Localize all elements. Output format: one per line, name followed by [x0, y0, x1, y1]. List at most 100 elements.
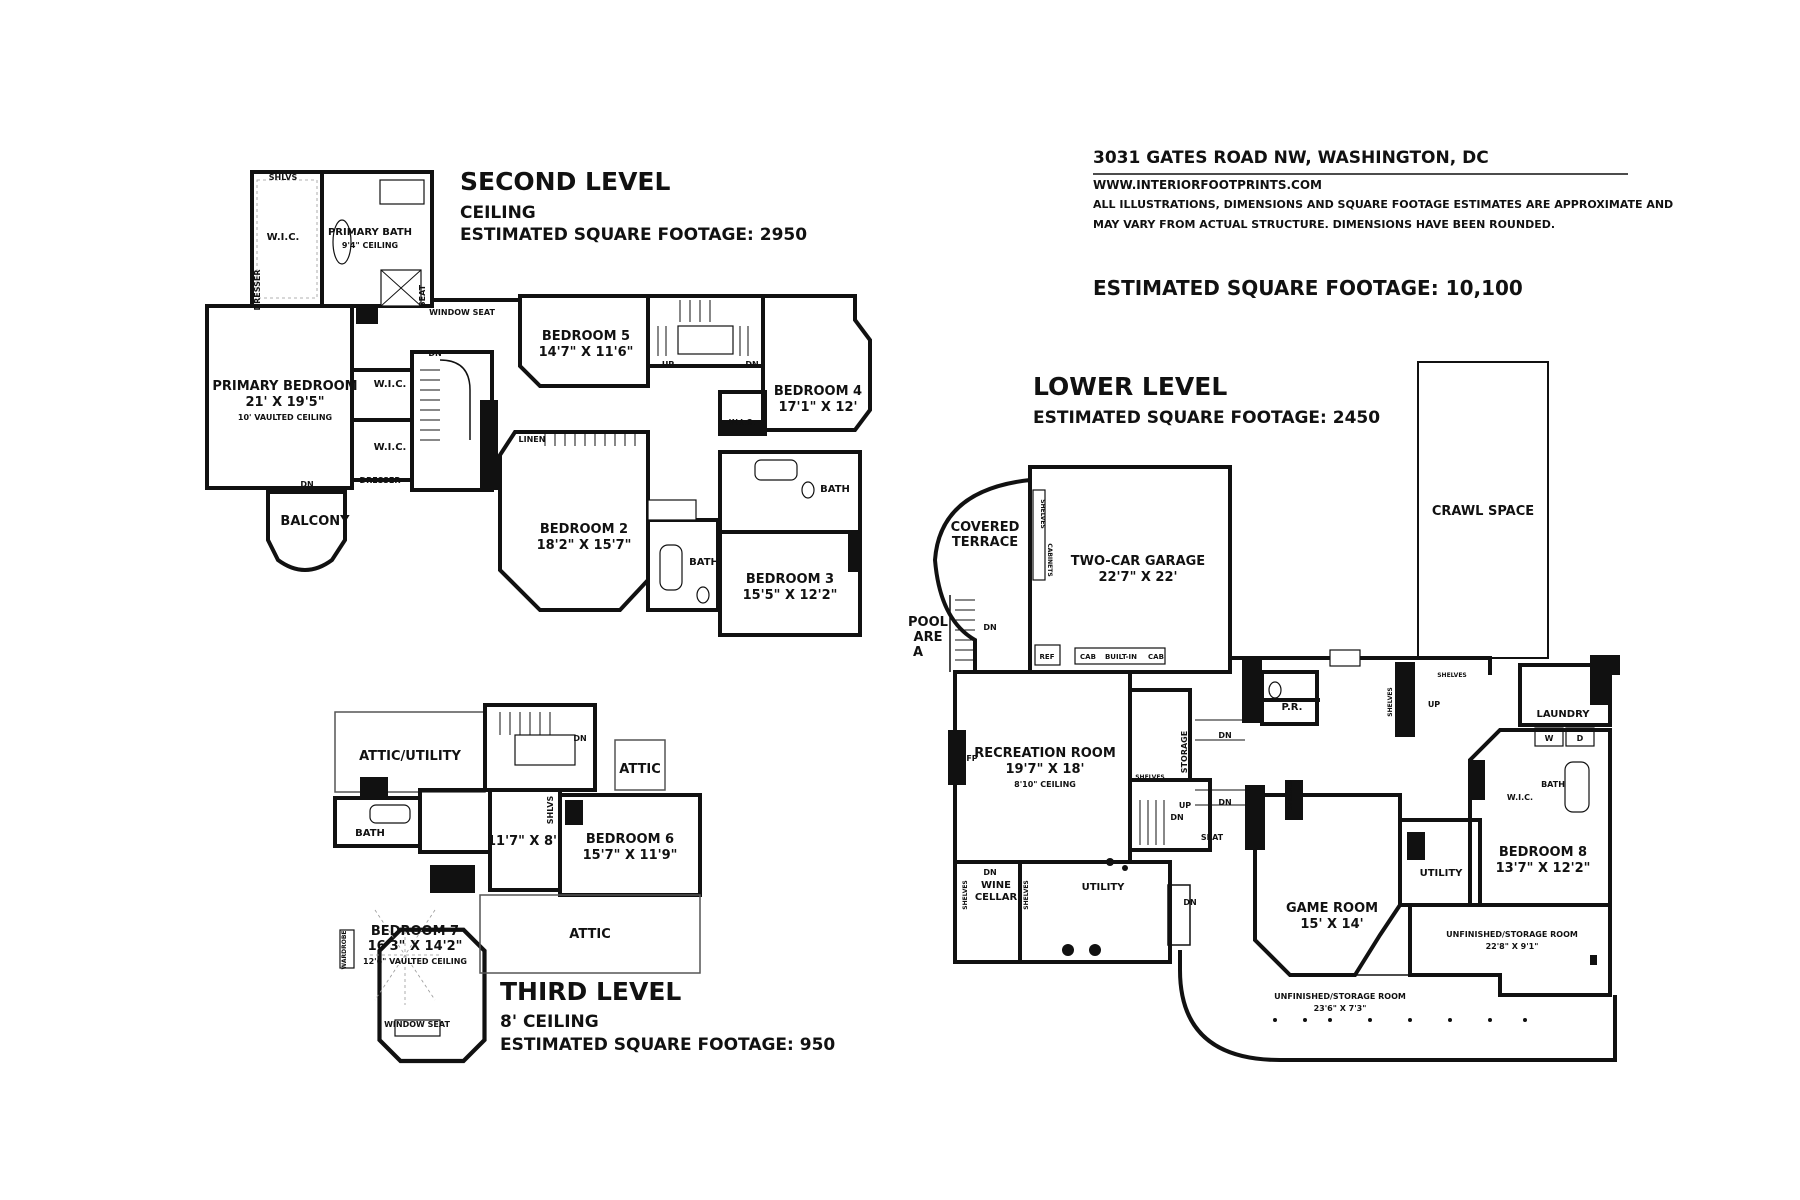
wic-1-label: W.I.C. — [267, 232, 300, 243]
utility-1-label: UTILITY — [1420, 868, 1464, 879]
garage-dim: 22'7" X 22' — [1098, 570, 1177, 585]
window-seat-3-label: WINDOW SEAT — [384, 1020, 450, 1029]
bedroom6-dim: 15'7" X 11'9" — [583, 848, 678, 863]
bath-1-label: BATH — [820, 484, 850, 495]
fp-label: FP — [966, 754, 977, 763]
shelves-2-label: SHELVES — [1135, 774, 1165, 781]
recreation-dim: 19'7" X 18' — [1005, 762, 1084, 777]
second-level-plan — [205, 170, 872, 637]
cab-1-label: CAB — [1080, 653, 1096, 661]
primary-bedroom-note: 10' VAULTED CEILING — [238, 413, 332, 422]
lower-level-title: LOWER LEVEL — [1033, 372, 1227, 401]
bedroom7-dim: 16'3" X 14'2" — [368, 939, 463, 954]
lower-level-sqft: ESTIMATED SQUARE FOOTAGE: 2450 — [1033, 408, 1380, 428]
disclaimer-line-2: MAY VARY FROM ACTUAL STRUCTURE. DIMENSIO… — [1093, 218, 1555, 231]
pool-area-line2: ARE — [914, 630, 943, 645]
shelves-wine-2-label: SHELVES — [1023, 880, 1030, 910]
dn-2-label: DN — [300, 480, 313, 489]
bedroom8-label: BEDROOM 8 — [1499, 845, 1587, 860]
ref-label: REF — [1040, 653, 1055, 661]
covered-terrace-line1: COVERED — [951, 520, 1020, 535]
disclaimer-line-1: ALL ILLUSTRATIONS, DIMENSIONS AND SQUARE… — [1093, 198, 1673, 211]
bedroom7-note: 12'6" VAULTED CEILING — [363, 957, 467, 966]
game-room-dim: 15' X 14' — [1300, 917, 1363, 932]
third-level-headings: THIRD LEVEL 8' CEILING ESTIMATED SQUARE … — [500, 977, 835, 1055]
lower-level-headings: LOWER LEVEL ESTIMATED SQUARE FOOTAGE: 24… — [1033, 372, 1380, 428]
lower-dn-5-label: DN — [983, 868, 996, 877]
third-level-labels: ATTIC/UTILITY DN ATTIC BATH SHLVS 11'7" … — [341, 734, 677, 1029]
bedroom5-label: BEDROOM 5 — [542, 329, 630, 344]
washer-label: W — [1545, 734, 1554, 743]
lower-seat-label: SEAT — [1201, 833, 1224, 842]
lower-up-1-label: UP — [1179, 801, 1191, 810]
cab-2-label: CAB — [1148, 653, 1164, 661]
dn-1-label: DN — [428, 349, 441, 358]
cabinets-label: CABINETS — [1046, 543, 1053, 576]
unfinished-2-label: UNFINISHED/STORAGE ROOM — [1274, 992, 1406, 1001]
dn-3-label: DN — [745, 360, 758, 369]
third-level-title: THIRD LEVEL — [500, 977, 681, 1006]
second-level-headings: SECOND LEVEL CEILING ESTIMATED SQUARE FO… — [460, 167, 807, 245]
recreation-label: RECREATION ROOM — [974, 746, 1116, 761]
wic-3-label: W.I.C. — [374, 442, 407, 453]
linen-label: LINEN — [519, 435, 546, 444]
dryer-label: D — [1577, 734, 1584, 743]
second-level-ceiling: CEILING — [460, 203, 536, 223]
lower-dn-6-label: DN — [1183, 898, 1196, 907]
address: 3031 GATES ROAD NW, WASHINGTON, DC — [1093, 148, 1489, 168]
attic-1-label: ATTIC — [619, 762, 660, 777]
header-block: 3031 GATES ROAD NW, WASHINGTON, DC WWW.I… — [1093, 148, 1673, 300]
covered-terrace-line2: TERRACE — [952, 535, 1018, 550]
shelves-3-label: SHELVES — [1387, 687, 1394, 717]
bedroom3-label: BEDROOM 3 — [746, 572, 834, 587]
shelves-4-label: SHELVES — [1437, 672, 1467, 679]
bedroom5-dim: 14'7" X 11'6" — [539, 345, 634, 360]
garage-label: TWO-CAR GARAGE — [1071, 554, 1205, 569]
laundry-label: LAUNDRY — [1537, 709, 1591, 720]
third-bath-label: BATH — [355, 828, 385, 839]
third-level-ceiling: 8' CEILING — [500, 1012, 599, 1032]
dresser-2-label: DRESSER — [359, 476, 400, 485]
lower-dn-1-label: DN — [983, 623, 996, 632]
lower-dn-2-label: DN — [1218, 731, 1231, 740]
bedroom7-label: BEDROOM 7 — [371, 924, 459, 939]
pool-area-line1: POOL — [908, 615, 948, 630]
second-level-title: SECOND LEVEL — [460, 167, 670, 196]
primary-bedroom-label: PRIMARY BEDROOM — [212, 379, 357, 394]
wine-cellar-line2: CELLAR — [975, 892, 1018, 903]
primary-bedroom-dim: 21' X 19'5" — [245, 395, 324, 410]
window-seat-label: WINDOW SEAT — [429, 308, 495, 317]
shlvs-label: SHLVS — [269, 173, 298, 182]
utility-2-label: UTILITY — [1082, 882, 1126, 893]
wine-cellar-line1: WINE — [981, 880, 1011, 891]
third-level-sqft: ESTIMATED SQUARE FOOTAGE: 950 — [500, 1035, 835, 1055]
attic-utility-label: ATTIC/UTILITY — [359, 749, 461, 764]
bedroom4-dim: 17'1" X 12' — [778, 400, 857, 415]
second-level-sqft: ESTIMATED SQUARE FOOTAGE: 2950 — [460, 225, 807, 245]
lower-bath-label: BATH — [1541, 780, 1565, 789]
primary-bath-label: PRIMARY BATH — [328, 227, 412, 238]
game-room-label: GAME ROOM — [1286, 901, 1378, 916]
bath-2-label: BATH — [689, 557, 719, 568]
unfinished-1-dim: 22'8" X 9'1" — [1486, 942, 1539, 951]
unfinished-1-label: UNFINISHED/STORAGE ROOM — [1446, 930, 1578, 939]
lower-dn-4-label: DN — [1170, 813, 1183, 822]
recreation-note: 8'10" CEILING — [1014, 780, 1076, 789]
website: WWW.INTERIORFOOTPRINTS.COM — [1093, 178, 1322, 192]
second-level-labels: W.I.C. SHLVS PRIMARY BATH 9'4" CEILING D… — [212, 173, 862, 603]
third-shlvs-label: SHLVS — [546, 796, 555, 825]
total-sqft: ESTIMATED SQUARE FOOTAGE: 10,100 — [1093, 276, 1523, 300]
lower-level-labels: COVERED TERRACE POOL ARE A DN TWO-CAR GA… — [908, 499, 1590, 1013]
bedroom2-label: BEDROOM 2 — [540, 522, 628, 537]
pr-label: P.R. — [1282, 702, 1303, 713]
wardrobe-label: WARDROBE — [341, 931, 348, 970]
bedroom6-label: BEDROOM 6 — [586, 832, 674, 847]
bedroom4-label: BEDROOM 4 — [774, 384, 862, 399]
lower-level-plan — [932, 361, 1620, 1062]
wic-4-label: W.I.C. — [729, 418, 755, 427]
lower-up-2-label: UP — [1428, 700, 1440, 709]
balcony-label: BALCONY — [280, 514, 350, 529]
seat-label: SEAT — [418, 284, 427, 307]
pool-area-line3: A — [913, 645, 923, 660]
